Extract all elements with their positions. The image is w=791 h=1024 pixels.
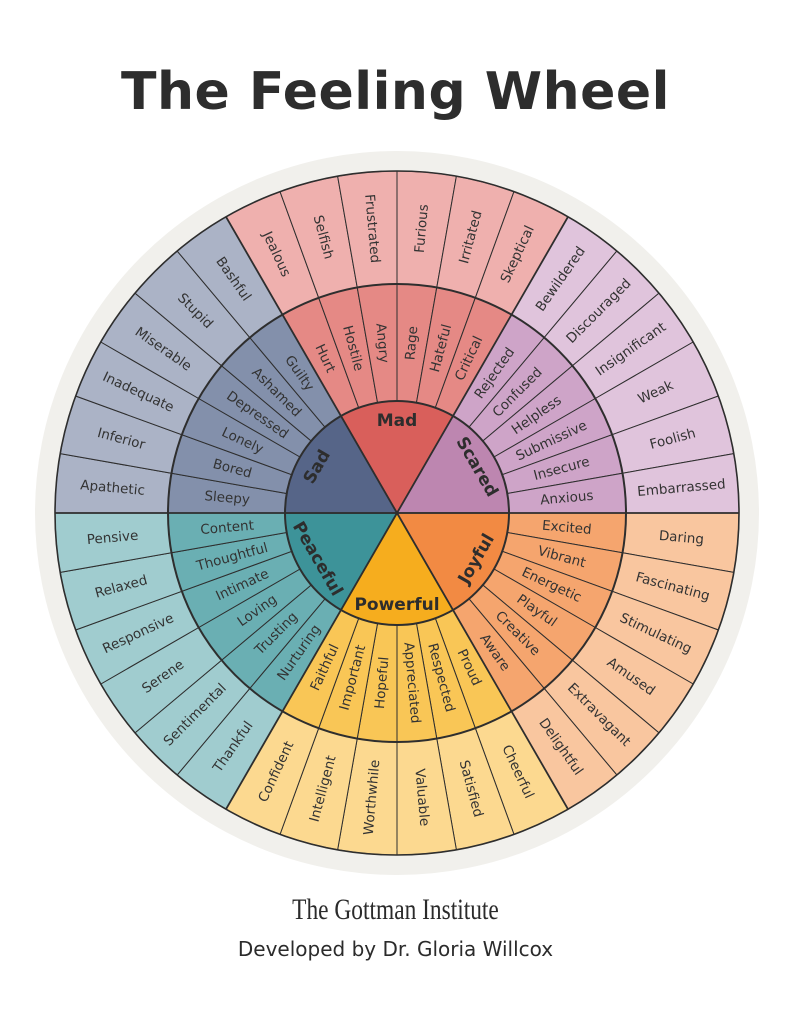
outer-feeling-label: Valuable: [411, 768, 432, 827]
middle-feeling-label: Excited: [541, 518, 592, 538]
outer-feeling-label: Pensive: [86, 528, 139, 548]
outer-feeling-label: Apathetic: [80, 477, 146, 499]
group-divider: [396, 512, 569, 810]
group-divider: [225, 216, 398, 514]
group-divider: [396, 216, 569, 514]
middle-feeling-label: Content: [200, 518, 255, 539]
outer-feeling-label: Worthwhile: [361, 759, 384, 836]
emotion-group-powerful: [225, 511, 569, 856]
core-emotion-label: Mad: [377, 411, 418, 431]
group-divider: [225, 512, 398, 810]
ring-outline: [284, 400, 510, 626]
middle-feeling-label: Rage: [402, 325, 421, 360]
ring-outline: [54, 170, 740, 856]
organization-name: The Gottman Institute: [292, 893, 499, 926]
middle-feeling-label: Angry: [372, 323, 391, 364]
outer-feeling-label: Frustrated: [361, 193, 383, 263]
outer-feeling-label: Daring: [658, 528, 704, 548]
middle-feeling-label: Sleepy: [204, 488, 251, 508]
outer-feeling-label: Embarrassed: [637, 476, 727, 500]
middle-feeling-label: Hopeful: [372, 656, 393, 710]
page-title: The Feeling Wheel: [120, 62, 671, 122]
middle-feeling-label: Anxious: [540, 488, 595, 509]
middle-feeling-label: Appreciated: [400, 642, 423, 725]
core-emotion-label: Powerful: [354, 595, 439, 615]
credit-line: Developed by Dr. Gloria Willcox: [237, 937, 554, 961]
ring-outline: [167, 283, 627, 743]
outer-feeling-label: Furious: [412, 204, 432, 254]
